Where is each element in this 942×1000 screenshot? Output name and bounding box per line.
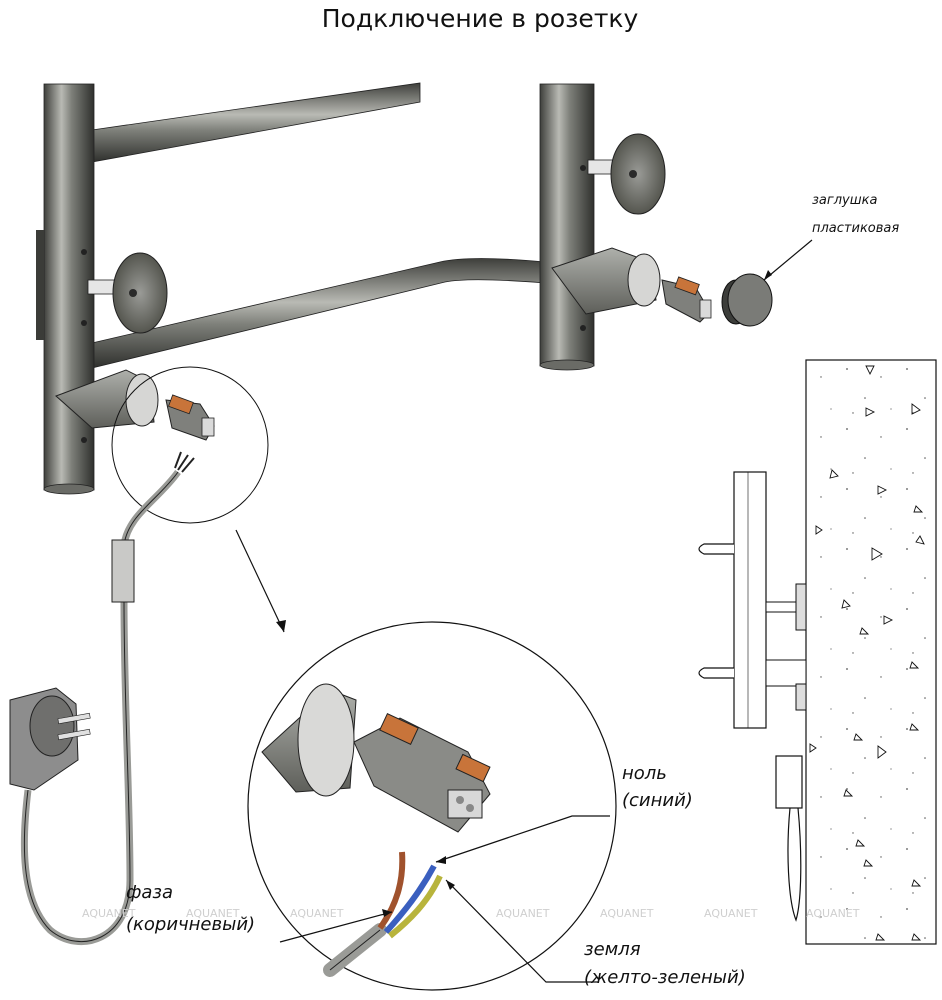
right-connector-sleeve (551, 247, 712, 323)
plastic-cap (721, 273, 773, 327)
watermark-4: AQUANET (496, 907, 550, 920)
rail-left-post (43, 83, 95, 491)
detail-circle-small (111, 366, 269, 524)
watermark-5: AQUANET (600, 907, 654, 920)
detail-circle-large (247, 621, 617, 991)
side-socket (775, 755, 803, 809)
leader-neutral (435, 815, 610, 863)
watermark-2: AQUANET (186, 907, 240, 920)
cable-strain-relief (111, 539, 135, 603)
leader-plastic-cap (763, 239, 813, 281)
label-plastic-cap-line1: заглушка (812, 193, 877, 208)
wire-tails-small (174, 451, 195, 473)
watermark-7: AQUANET (806, 907, 860, 920)
wall-mount-left (87, 252, 168, 334)
label-ground-line2: (желто-зеленый) (584, 967, 746, 988)
label-ground-line1: земля (584, 939, 641, 960)
wire-brown (377, 851, 406, 930)
watermark-6: AQUANET (704, 907, 758, 920)
side-view (698, 359, 937, 945)
label-plastic-cap-line2: пластиковая (812, 221, 899, 236)
concrete-wall (805, 359, 937, 945)
label-neutral-line1: ноль (622, 763, 667, 784)
watermark-3: AQUANET (290, 907, 344, 920)
rail-upper-bar (91, 82, 421, 163)
wall-mount-right (587, 133, 666, 215)
watermark-row: AQUANET AQUANET AQUANET AQUANET AQUANET … (82, 907, 860, 920)
wire-yellow-green (388, 874, 443, 939)
power-plug (9, 687, 91, 791)
detail-arrow (235, 529, 285, 633)
watermark-1: AQUANET (82, 907, 136, 920)
side-rail-post (733, 471, 767, 729)
label-phase-line1: фаза (126, 882, 173, 903)
rail-right-post (539, 83, 595, 367)
label-neutral-line2: (синий) (622, 790, 693, 811)
leader-phase (279, 911, 393, 943)
towel-rail (36, 82, 773, 495)
left-connector-sleeve (55, 369, 215, 441)
diagram-title: Подключение в розетку (322, 4, 639, 33)
wire-blue (383, 864, 437, 935)
label-phase-line2: (коричневый) (126, 914, 255, 935)
leader-ground (445, 879, 598, 983)
